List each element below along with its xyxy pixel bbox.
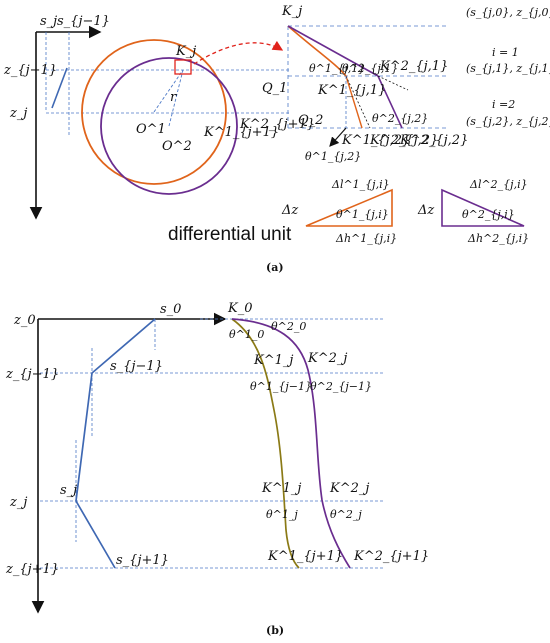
tri2-theta: θ^2_{j,i} (462, 208, 515, 221)
label-b-kjp1-1: K^1_{j+1} (267, 549, 343, 564)
detail-arrow (329, 127, 347, 147)
detail-k2-j1: K^2_{j,1} (379, 59, 448, 74)
detail-orange-line (345, 75, 363, 129)
radius-o1 (153, 69, 184, 113)
circle-label-kj: K_j (175, 44, 196, 59)
detail-i1: i = 1 (492, 46, 519, 59)
detail-tangent-2 (345, 75, 371, 129)
detail-k2-j2-b: K^2_{j,2} (399, 133, 468, 148)
detail-q2: Q_2 (298, 113, 323, 128)
tri2-dz: Δz (417, 203, 434, 218)
tri1-dh: Δh^1_{j,i} (335, 232, 397, 245)
label-k1-jp1: K^1_{j+1} (203, 125, 279, 140)
label-b-k0: K_0 (227, 301, 252, 316)
label-b-kj1-a: K^1_j (253, 353, 293, 368)
detail-q1: Q_1 (262, 81, 287, 96)
curve-olive (231, 318, 300, 569)
tri1-theta: θ^1_{j,i} (336, 208, 389, 221)
triangle-orange (305, 188, 393, 227)
label-r: r (170, 90, 177, 105)
label-b-thj-2: θ^2_j (330, 508, 362, 521)
triangle-purple (441, 188, 525, 227)
label-b-kj2-a: K^2_j (307, 351, 347, 366)
label-b-zjm1: z_{j−1} (5, 367, 59, 382)
detail-k2-j2-a: K^2_{j,2} (369, 133, 438, 148)
detail-i2: i =2 (492, 98, 515, 111)
detail-theta2-j1: θ^2_{j,1} (342, 62, 398, 75)
label-b-theta0-1: θ^1_0 (229, 328, 264, 341)
detail-tangent-1 (377, 75, 409, 91)
label-b-thjm1-2: θ^2_{j−1} (310, 380, 372, 393)
detail-i2-coord: (s_{j,2}, z_{j,2}) (466, 115, 550, 128)
label-o1: O^1 (136, 122, 166, 137)
panel-a-profile-segment (51, 67, 68, 109)
label-zj: z_j (9, 106, 27, 121)
label-b-zj: z_j (9, 495, 27, 510)
detail-theta1-j1: θ^1_{j,1} (309, 62, 365, 75)
label-b-thj-1: θ^1_j (266, 508, 298, 521)
label-b-sj: s_j (60, 483, 77, 498)
tri1-dl: Δl^1_{j,i} (331, 178, 390, 191)
label-b-z0: z_0 (13, 313, 36, 328)
label-b-sjp1: s_{j+1} (116, 553, 169, 568)
curve-purple (231, 318, 351, 569)
detail-k1-j2: K^1_{j,2} (341, 133, 410, 148)
label-zjm1: z_{j−1} (3, 63, 57, 78)
differential-unit-label: differential unit (168, 224, 292, 245)
label-b-kj1-b: K^1_j (261, 481, 301, 496)
zoom-arrow (193, 40, 284, 65)
tri1-dz: Δz (281, 203, 298, 218)
panel-a: s_j s_{j−1} z_{j−1} z_j K_j r O^1 O^2 K^… (3, 4, 550, 274)
caption-b: (b) (266, 624, 284, 637)
label-b-kjp1-2: K^2_{j+1} (353, 549, 429, 564)
tri2-dh: Δh^2_{j,i} (467, 232, 529, 245)
detail-purple-line-1 (287, 25, 379, 77)
zoom-box (174, 59, 192, 75)
detail-label-kj: K_j (281, 4, 302, 19)
label-sjm1: s_{j−1} (57, 14, 110, 29)
detail-purple-line-2 (377, 75, 403, 129)
label-b-s0: s_0 (160, 302, 181, 317)
label-b-sjm1: s_{j−1} (110, 359, 163, 374)
detail-k1-j1: K^1_{j,1} (317, 83, 386, 98)
label-b-theta0-2: θ^2_0 (271, 320, 306, 333)
label-sj: s_j (40, 14, 57, 29)
circle-purple (100, 57, 238, 195)
circle-orange (81, 39, 227, 185)
caption-a: (a) (266, 261, 284, 274)
detail-orange-arc (287, 25, 347, 77)
tri2-dl: Δl^2_{j,i} (469, 178, 528, 191)
panel-b: z_0 z_{j−1} z_j z_{j+1} s_0 s_{j−1} s_j … (5, 301, 429, 637)
label-b-zjp1: z_{j+1} (5, 562, 59, 577)
detail-i1-coord: (s_{j,1}, z_{j,1}) (466, 62, 550, 75)
label-b-thjm1-1: θ^1_{j−1} (250, 380, 312, 393)
label-b-kj2-b: K^2_j (329, 481, 369, 496)
label-o2: O^2 (162, 139, 192, 154)
panel-b-profile (75, 318, 156, 569)
detail-theta2-j2: θ^2_{j,2} (372, 112, 428, 125)
detail-top-coord: (s_{j,0}, z_{j,0}) (466, 6, 550, 19)
detail-theta1-j2: θ^1_{j,2} (305, 150, 361, 163)
